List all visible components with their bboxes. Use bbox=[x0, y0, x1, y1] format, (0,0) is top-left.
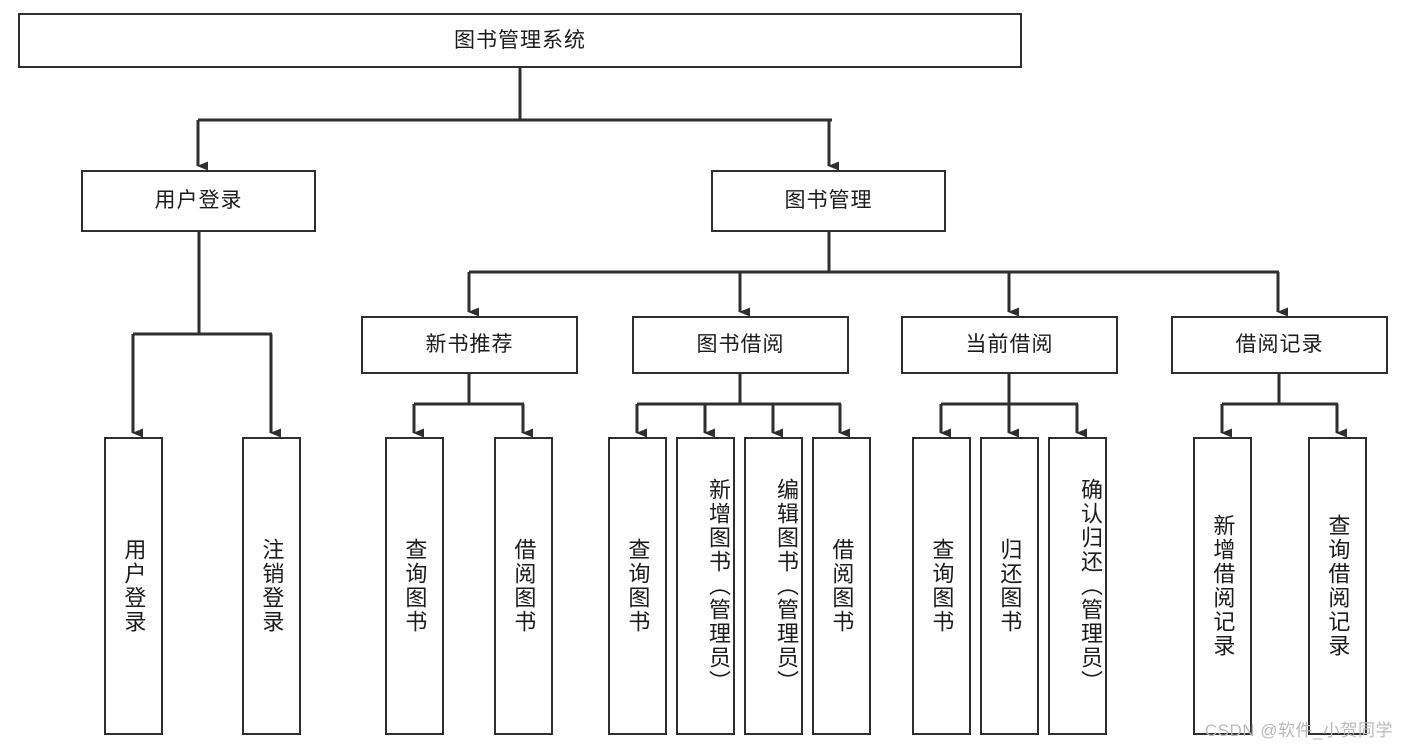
node-root-book-management-system[interactable]: 图书管理系统 bbox=[18, 13, 1022, 68]
node-new-book-recommend[interactable]: 新书推荐 bbox=[361, 316, 578, 374]
node-leaf-borrow-book[interactable]: 借阅图书 bbox=[812, 437, 871, 735]
node-leaf-confirm-return[interactable]: 确认归还（管理员） bbox=[1048, 437, 1107, 735]
node-current-borrow[interactable]: 当前借阅 bbox=[901, 316, 1118, 374]
node-label: 借阅记录 bbox=[1235, 333, 1324, 357]
node-label: 新书推荐 bbox=[425, 333, 514, 357]
node-label: 归还图书 bbox=[997, 538, 1023, 634]
node-leaf-return-book[interactable]: 归还图书 bbox=[980, 437, 1039, 735]
node-label: 借阅图书 bbox=[511, 538, 537, 634]
node-label: 编辑图书（管理员） bbox=[774, 478, 799, 694]
node-label: 图书管理 bbox=[784, 189, 873, 213]
node-label: 新增借阅记录 bbox=[1210, 514, 1236, 658]
node-label: 用户登录 bbox=[121, 538, 147, 634]
node-leaf-user-logout[interactable]: 注销登录 bbox=[242, 437, 301, 735]
node-label: 确认归还（管理员） bbox=[1078, 478, 1103, 694]
node-label: 图书借阅 bbox=[696, 333, 785, 357]
node-label: 图书管理系统 bbox=[454, 28, 586, 52]
node-leaf-query-book-current[interactable]: 查询图书 bbox=[912, 437, 971, 735]
node-label: 查询图书 bbox=[402, 538, 428, 634]
node-leaf-query-book-borrow[interactable]: 查询图书 bbox=[608, 437, 667, 735]
node-leaf-add-book[interactable]: 新增图书（管理员） bbox=[676, 437, 735, 735]
node-leaf-user-login[interactable]: 用户登录 bbox=[104, 437, 163, 735]
node-leaf-borrow-book-recommend[interactable]: 借阅图书 bbox=[494, 437, 553, 735]
node-label: 注销登录 bbox=[259, 538, 285, 634]
node-label: 借阅图书 bbox=[829, 538, 855, 634]
node-user-login[interactable]: 用户登录 bbox=[81, 170, 316, 232]
node-book-borrow[interactable]: 图书借阅 bbox=[632, 316, 849, 374]
node-leaf-add-borrow-record[interactable]: 新增借阅记录 bbox=[1193, 437, 1252, 735]
node-book-management[interactable]: 图书管理 bbox=[711, 170, 946, 232]
node-label: 用户登录 bbox=[154, 189, 243, 213]
node-label: 新增图书（管理员） bbox=[706, 478, 731, 694]
node-label: 查询借阅记录 bbox=[1325, 514, 1351, 658]
node-label: 查询图书 bbox=[625, 538, 651, 634]
node-leaf-query-borrow-record[interactable]: 查询借阅记录 bbox=[1308, 437, 1367, 735]
node-leaf-query-book-recommend[interactable]: 查询图书 bbox=[385, 437, 444, 735]
node-label: 当前借阅 bbox=[965, 333, 1054, 357]
node-label: 查询图书 bbox=[929, 538, 955, 634]
node-borrow-record[interactable]: 借阅记录 bbox=[1171, 316, 1388, 374]
node-leaf-edit-book[interactable]: 编辑图书（管理员） bbox=[744, 437, 803, 735]
